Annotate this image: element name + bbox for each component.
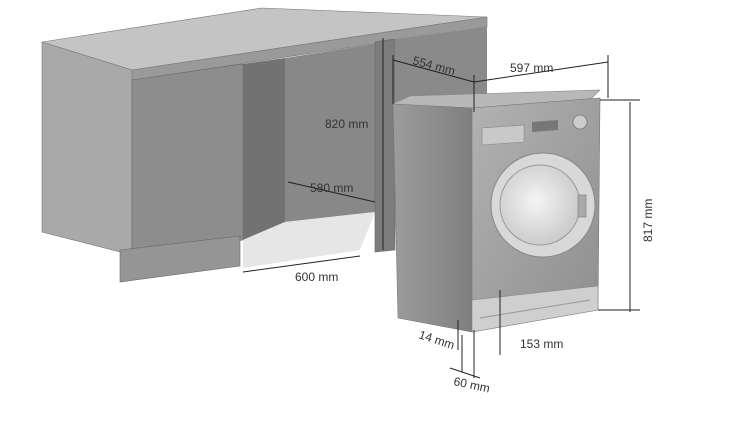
plinth-groove [479,299,591,319]
detergent-drawer [481,124,525,146]
cabinet-plinth [119,235,241,283]
cabinet-right-top-panel [395,27,487,102]
cabinet-front [131,63,244,256]
program-knob [572,114,588,130]
washing-machine [392,89,601,333]
label-153mm: 153 mm [520,337,563,351]
door-glass [499,164,581,246]
door-handle [577,194,587,218]
label-817mm: 817 mm [641,199,655,242]
label-60mm: 60 mm [452,374,491,395]
machine-side [392,103,473,333]
cabinet-right-panel [374,38,396,253]
label-600mm: 600 mm [295,270,338,284]
dimension-lines [242,38,640,379]
niche-back-wall [285,44,375,222]
cabinet-left-side [41,41,133,256]
niche-floor [243,212,375,268]
niche-left-wall [243,58,285,240]
control-display [532,120,558,132]
label-580mm: 580 mm [310,181,353,195]
label-14mm: 14 mm [417,328,456,353]
kitchen-cabinet [41,7,488,283]
label-820mm: 820 mm [325,117,368,131]
label-597mm: 597 mm [510,61,553,75]
